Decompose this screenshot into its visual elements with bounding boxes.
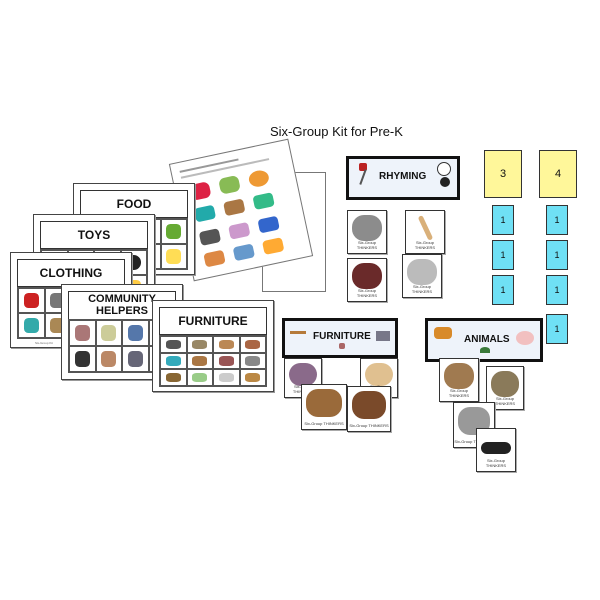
furniture-header-card: FURNITURE bbox=[282, 318, 398, 358]
picture-card-bat-animal: Six-Group THINKERS bbox=[476, 428, 516, 472]
table-icon bbox=[290, 331, 306, 344]
clothing-sheet-title: CLOTHING bbox=[17, 259, 125, 287]
picture-card-dresser: Six-Group THINKERS bbox=[347, 386, 391, 432]
picture-card-coat: Six-Group THINKERS bbox=[347, 258, 387, 302]
yellow-number-card-4: 4 bbox=[539, 150, 577, 198]
blue-number-card: 1 bbox=[546, 275, 568, 305]
rhyming-header-card: RHYMING bbox=[346, 156, 460, 200]
lamp-icon bbox=[339, 343, 345, 349]
picture-card-rat: Six-Group THINKERS bbox=[347, 210, 387, 254]
mop-icon bbox=[355, 163, 371, 189]
furniture-grid bbox=[159, 335, 267, 387]
clock-icon bbox=[437, 162, 451, 176]
bed-icon bbox=[376, 331, 390, 341]
picture-card-goat: Six-Group THINKERS bbox=[402, 254, 442, 298]
clothing-fine-print: Six-Group Kit bbox=[35, 341, 53, 345]
animals-header-label: ANIMALS bbox=[464, 334, 510, 345]
lock-icon bbox=[440, 177, 450, 187]
blue-number-card: 1 bbox=[492, 240, 514, 270]
animals-header-card: ANIMALS bbox=[425, 318, 543, 362]
picture-card-bat: Six-Group THINKERS bbox=[405, 210, 445, 254]
turtle-icon bbox=[480, 347, 490, 353]
blue-number-card: 1 bbox=[546, 314, 568, 344]
toys-sheet-title: TOYS bbox=[40, 221, 148, 249]
picture-card-chair: Six-Group THINKERS bbox=[301, 384, 347, 430]
yellow-number-card-3: 3 bbox=[484, 150, 522, 198]
page-title: Six-Group Kit for Pre-K bbox=[270, 124, 403, 139]
blue-number-card: 1 bbox=[546, 240, 568, 270]
blue-number-card: 1 bbox=[492, 275, 514, 305]
pig-icon bbox=[516, 331, 534, 345]
rhyming-label: RHYMING bbox=[379, 171, 427, 182]
tiger-icon bbox=[434, 327, 452, 339]
blue-number-card: 1 bbox=[492, 205, 514, 235]
picture-card-rabbit: Six-Group THINKERS bbox=[439, 358, 479, 402]
furniture-sheet: FURNITURE bbox=[152, 300, 274, 392]
furniture-header-label: FURNITURE bbox=[313, 331, 371, 342]
blue-number-card: 1 bbox=[546, 205, 568, 235]
furniture-sheet-title: FURNITURE bbox=[159, 307, 267, 335]
